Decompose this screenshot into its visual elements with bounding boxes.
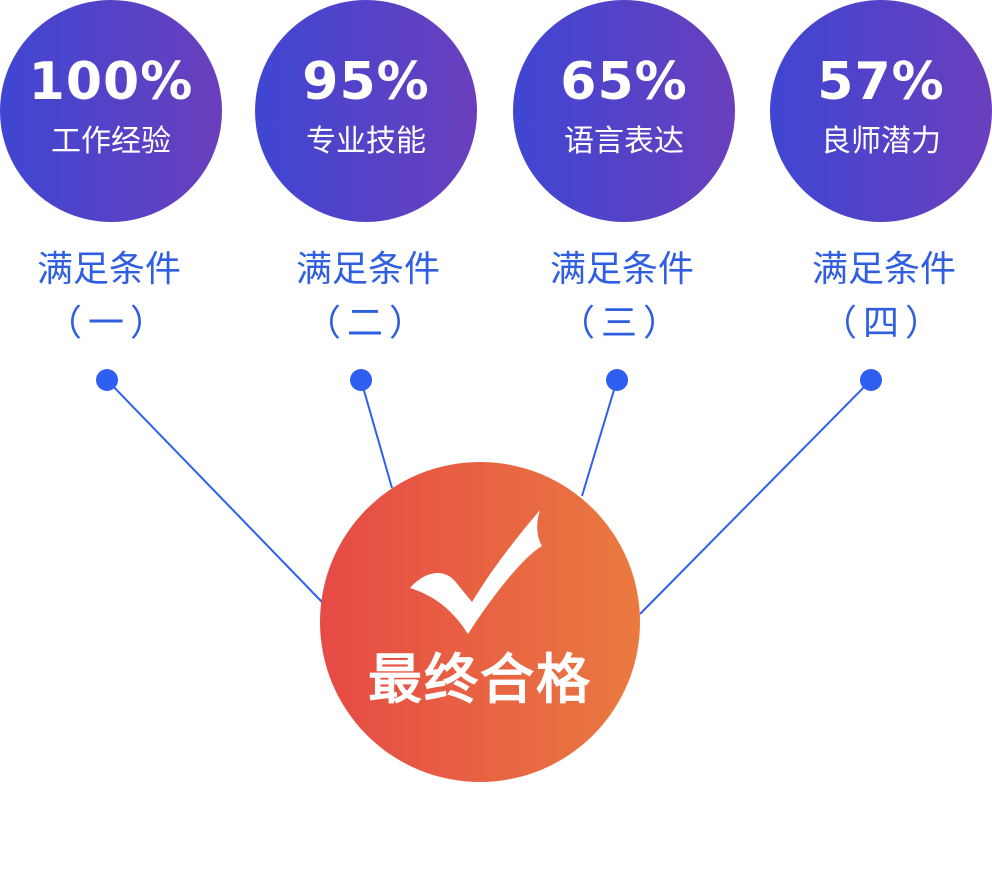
metric-circle-2: 95% 专业技能 [255,0,477,222]
metric-circle-4: 57% 良师潜力 [770,0,992,222]
condition-label-2: 满足条件 （二） [248,246,488,348]
condition-index: （二） [304,303,431,344]
condition-label-4: 满足条件 （四） [764,246,992,348]
connector-line-3 [581,379,618,497]
condition-index: （四） [820,303,947,344]
condition-title: 满足条件 [295,249,440,290]
metric-label: 工作经验 [51,124,171,159]
condition-title: 满足条件 [549,249,694,290]
condition-label-1: 满足条件 （一） [0,246,229,348]
connector-line-1 [106,379,323,603]
metric-circle-3: 65% 语言表达 [513,0,735,222]
metric-label: 语言表达 [564,124,684,159]
result-label: 最终合格 [368,648,592,711]
condition-label-3: 满足条件 （三） [502,246,742,348]
connector-line-2 [360,379,393,489]
checkmark-icon [410,510,542,634]
connector-dot-2 [350,369,372,391]
metric-label: 良师潜力 [821,124,941,159]
connector-dot-4 [860,369,882,391]
result-circle: 最终合格 [320,462,640,782]
condition-title: 满足条件 [36,249,181,290]
connector-dot-1 [96,369,118,391]
connector-dot-3 [606,369,628,391]
metric-circle-1: 100% 工作经验 [0,0,222,222]
metric-label: 专业技能 [306,124,426,159]
connector-line-4 [639,379,872,615]
condition-index: （一） [45,303,172,344]
metric-value: 100% [28,52,194,112]
metric-value: 65% [560,52,688,112]
metric-value: 95% [302,52,430,112]
metric-value: 57% [817,52,945,112]
condition-index: （三） [558,303,685,344]
condition-title: 满足条件 [811,249,956,290]
